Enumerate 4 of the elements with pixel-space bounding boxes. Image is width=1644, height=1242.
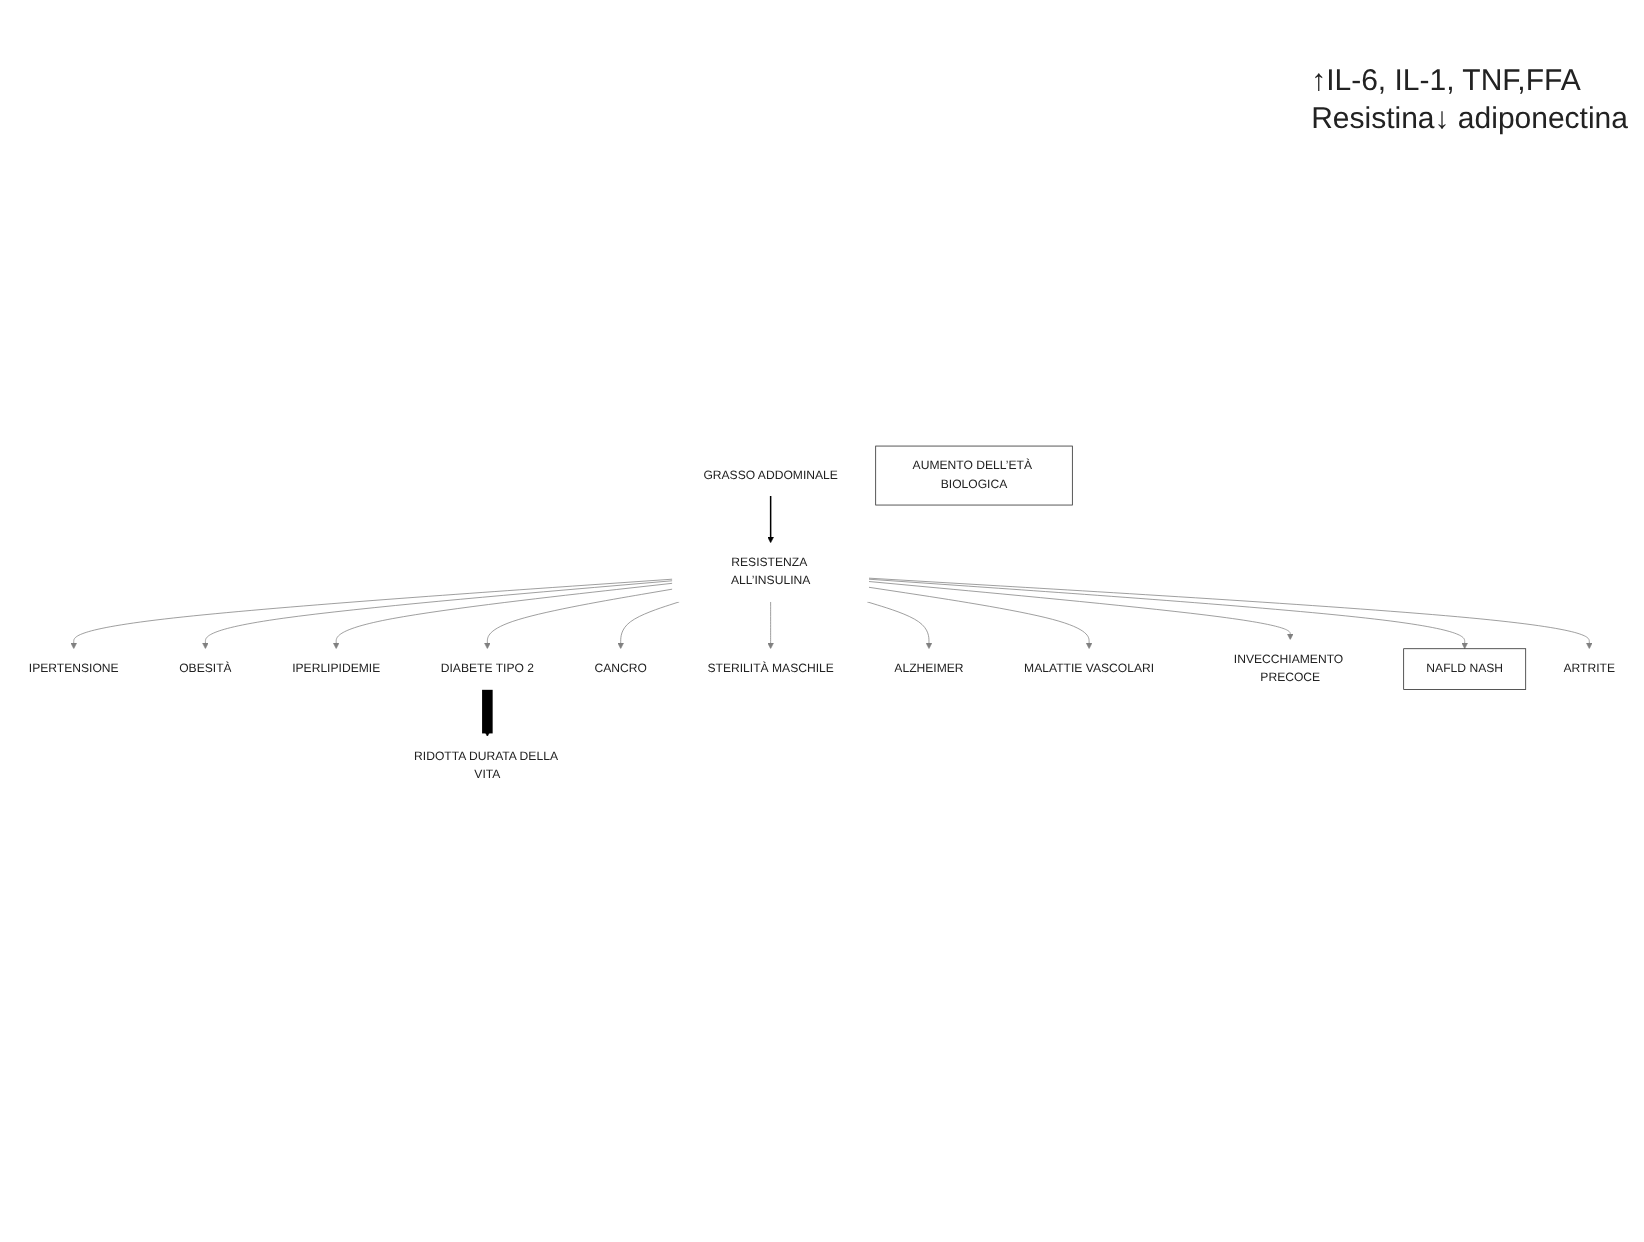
note-text: Resistina↓ adiponectina [1311, 102, 1628, 136]
arrow [482, 689, 493, 737]
arrow [767, 495, 775, 544]
note-text: ↑IL-6, IL-1, TNF,FFA [1311, 64, 1583, 98]
